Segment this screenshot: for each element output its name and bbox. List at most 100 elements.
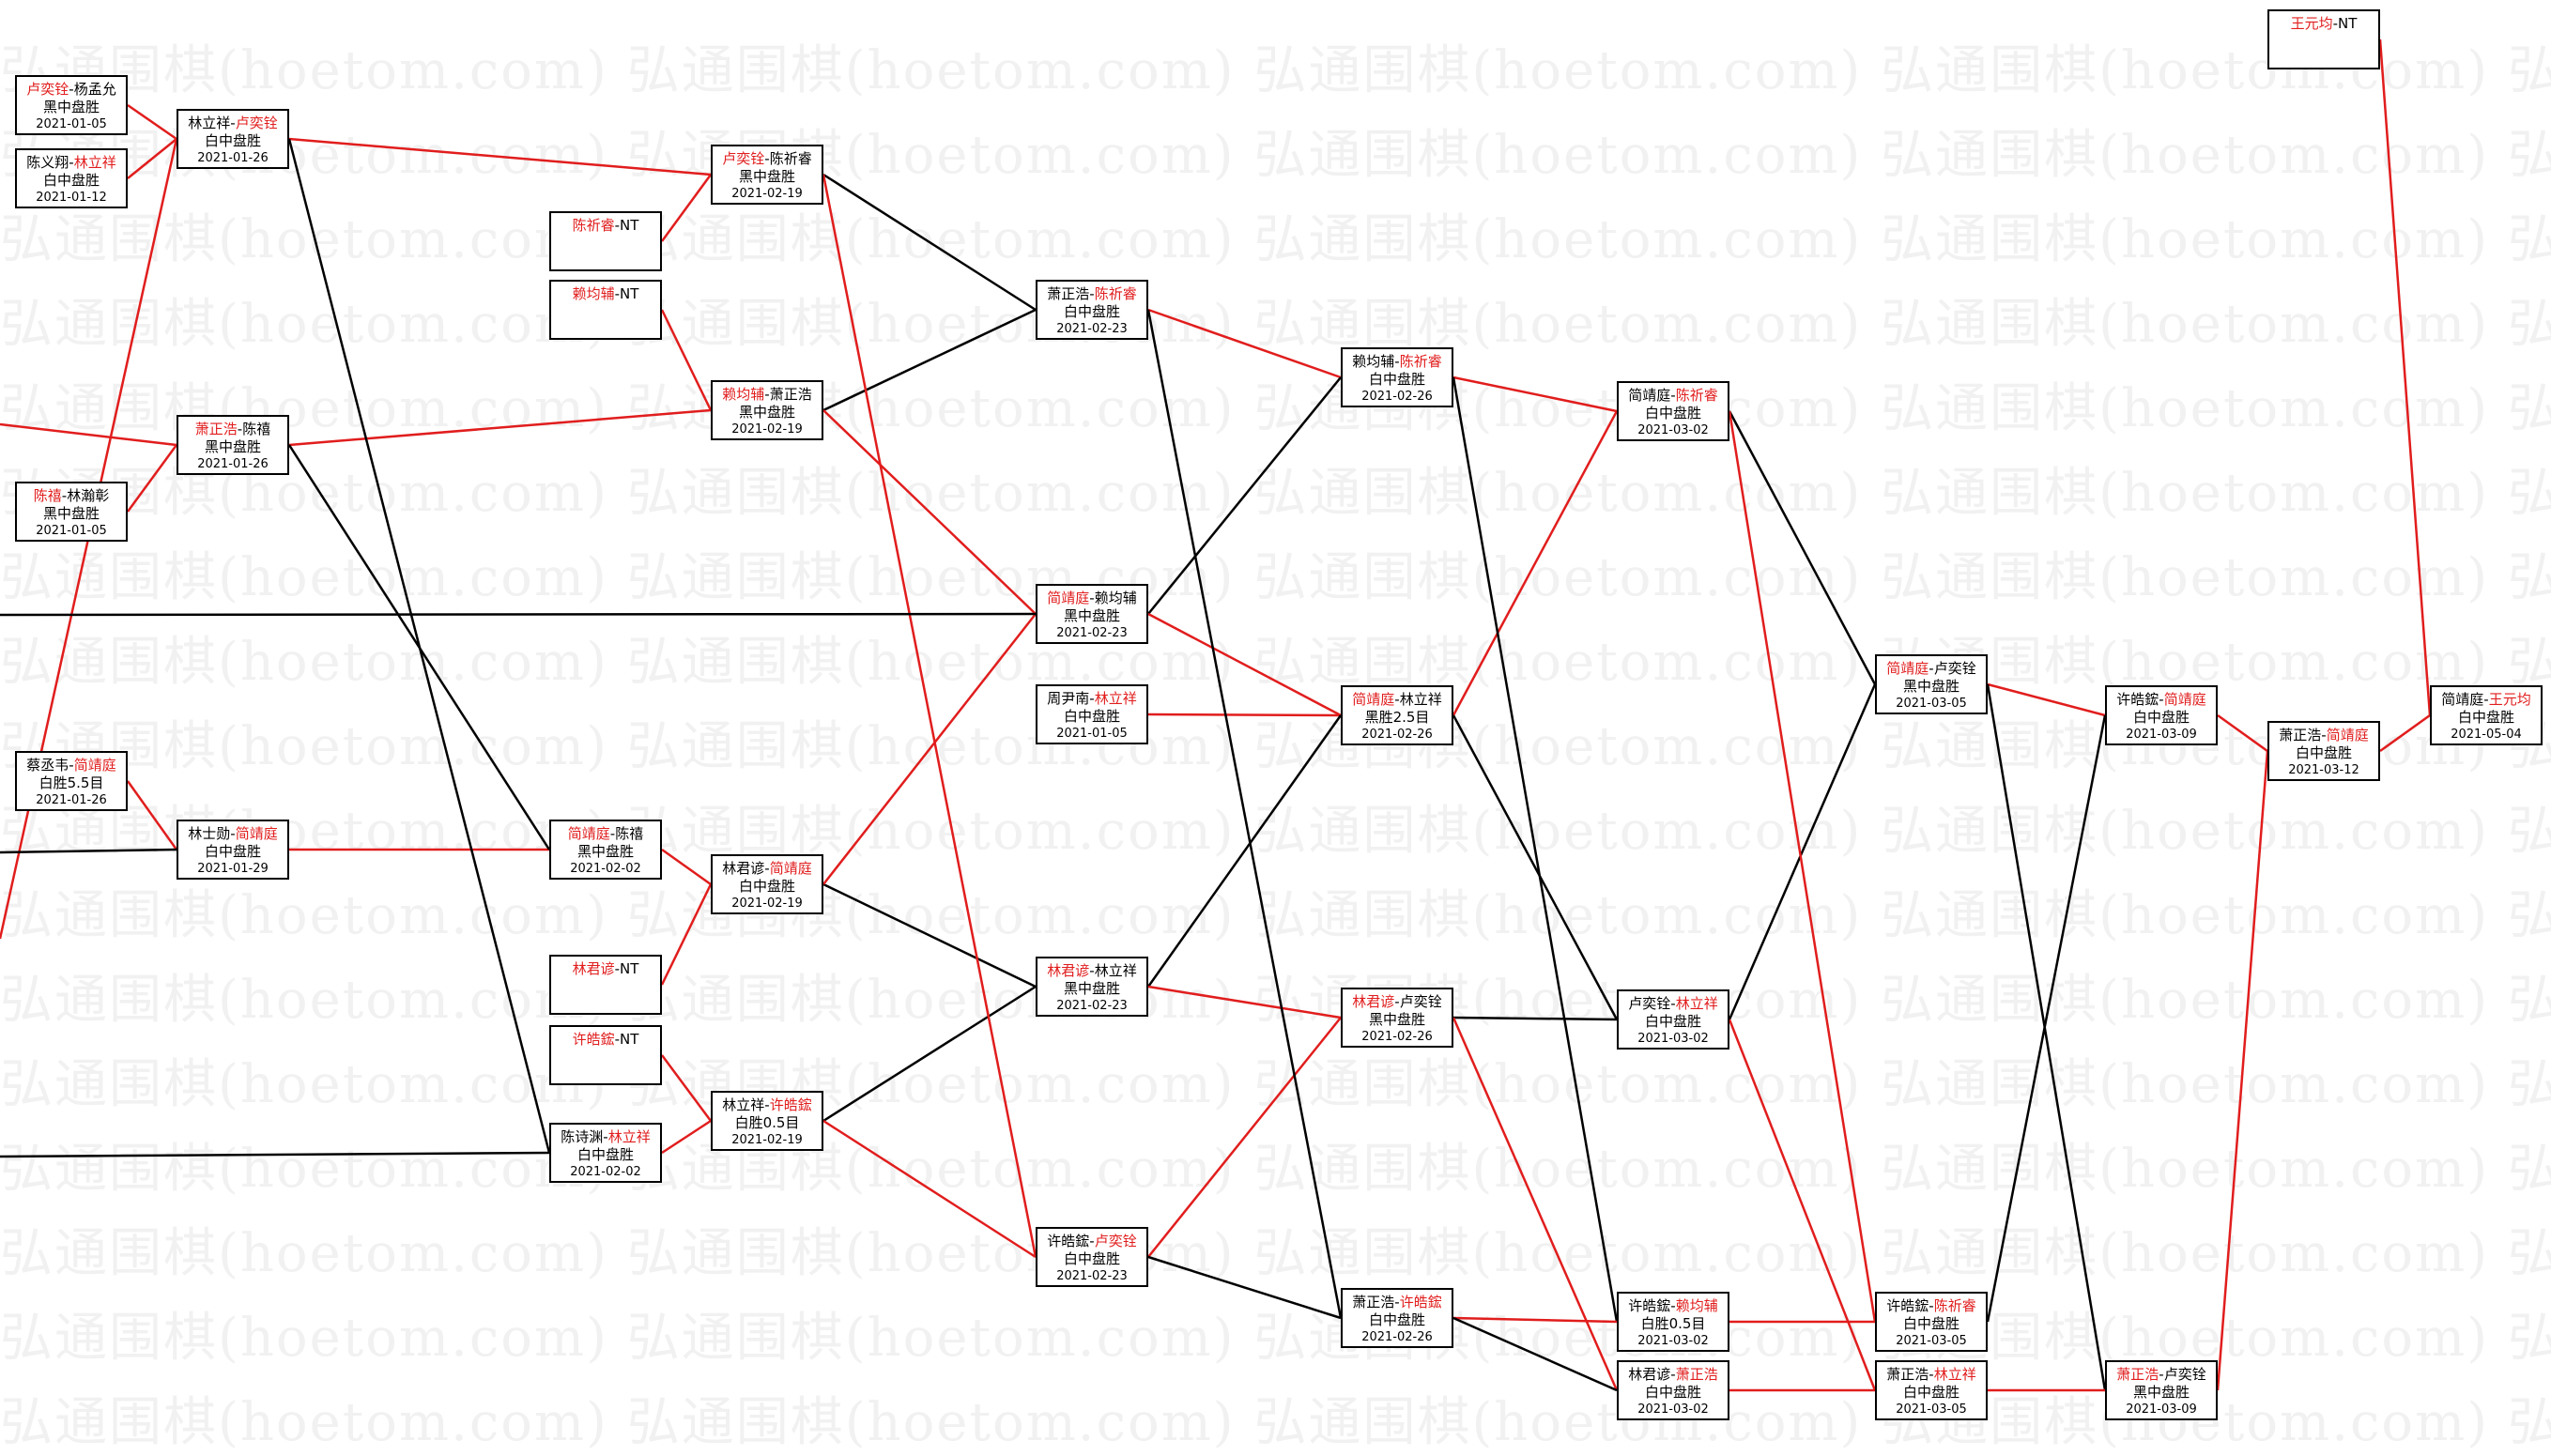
game-node-g38[interactable]: 王元均-NT	[2267, 9, 2380, 69]
game-result: 黑中盘胜	[1063, 980, 1120, 997]
game-date: 2021-01-12	[36, 191, 107, 205]
game-result: 白中盘胜	[2295, 744, 2352, 761]
players-separator: -	[2332, 15, 2339, 32]
game-players: 林士勋-简靖庭	[178, 825, 287, 843]
players-separator: -	[2159, 1366, 2164, 1383]
game-date: 2021-02-26	[1361, 390, 1433, 404]
game-date: 2021-03-05	[1896, 1334, 1967, 1348]
player-white: NT	[2338, 15, 2358, 32]
game-date: 2021-01-26	[197, 457, 269, 471]
bracket-connector	[660, 883, 713, 986]
game-result: 白中盘胜	[576, 1146, 634, 1163]
game-result: 白中盘胜	[2457, 709, 2514, 726]
game-players: 卢奕铨-杨孟允	[17, 81, 126, 99]
player-white: NT	[620, 1031, 639, 1048]
bracket-connector	[1146, 309, 1343, 1319]
game-result: 白中盘胜	[1644, 1384, 1701, 1401]
game-date: 2021-03-09	[2126, 1402, 2197, 1417]
bracket-connector	[822, 1119, 1037, 1259]
bracket-connector	[1147, 1255, 1342, 1320]
player-black: 王元均	[2290, 15, 2333, 32]
player-black: 陈祈睿	[572, 217, 615, 234]
player-white: 卢奕铨	[235, 115, 278, 131]
bracket-connector	[287, 444, 551, 851]
game-result: 白中盘胜	[204, 843, 261, 860]
game-date: 2021-02-02	[570, 862, 641, 876]
bracket-connector	[1986, 683, 2107, 1391]
game-date: 2021-03-05	[1896, 1402, 1967, 1417]
bracket-connector	[1146, 714, 1343, 988]
players-separator: -	[614, 960, 621, 977]
game-date: 2021-02-26	[1361, 1330, 1433, 1344]
players-separator: -	[764, 150, 770, 167]
players-separator: -	[1929, 1297, 1934, 1314]
game-node-g14[interactable]: 林君谚-NT	[549, 955, 662, 1015]
bracket-connector	[1147, 308, 1342, 379]
game-result: 黑中盘胜	[1368, 1011, 1425, 1028]
bracket-connector	[288, 408, 712, 447]
player-black: 林君谚	[1628, 1366, 1671, 1383]
player-black: 简靖庭	[1628, 387, 1671, 404]
game-players: 陈禧-林瀚彰	[17, 487, 126, 505]
game-result: 黑中盘胜	[1902, 678, 1959, 695]
game-node-g15[interactable]: 许皓鋐-NT	[549, 1025, 662, 1085]
game-result: 白中盘胜	[42, 172, 100, 189]
game-node-g10[interactable]: 赖均辅-NT	[549, 280, 662, 340]
bracket-connector	[2378, 38, 2432, 716]
bracket-connector	[1728, 683, 1877, 1020]
game-result: 白中盘胜	[738, 878, 795, 895]
players-separator: -	[1089, 1233, 1095, 1249]
player-white: 卢奕铨	[1399, 993, 1442, 1010]
player-black: 萧正浩	[1047, 285, 1090, 302]
game-date: 2021-03-02	[1637, 1032, 1709, 1046]
player-black: 陈义翔	[26, 154, 69, 171]
player-black: 简靖庭	[1352, 691, 1395, 708]
player-white: 林立祥	[1094, 690, 1137, 707]
bracket-connector	[660, 1054, 713, 1122]
game-node-g09[interactable]: 陈祈睿-NT	[549, 211, 662, 271]
game-players: 简靖庭-林立祥	[1343, 691, 1452, 709]
game-date: 2021-02-19	[731, 1133, 803, 1147]
bracket-connector	[1452, 1316, 1618, 1392]
game-date: 2021-02-02	[570, 1165, 641, 1179]
bracket-connector	[661, 1119, 712, 1155]
player-white: 杨孟允	[73, 81, 116, 98]
game-result: 白中盘胜	[204, 132, 261, 149]
game-players: 林君谚-林立祥	[1037, 962, 1146, 980]
player-black: 陈诗渊	[561, 1128, 604, 1145]
bracket-connector	[660, 174, 713, 242]
